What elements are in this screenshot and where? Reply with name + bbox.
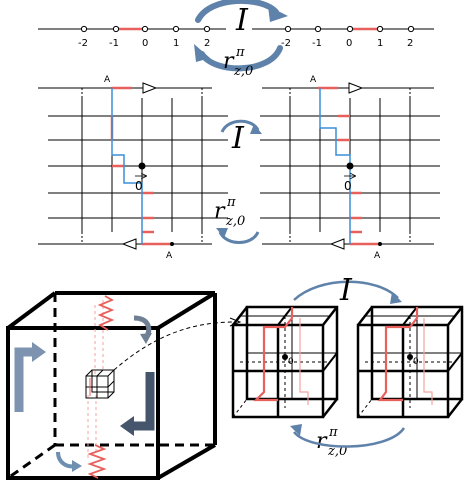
tick-label: 1 (173, 38, 179, 49)
op-identity-label: I (339, 273, 353, 308)
tick-label: 0 (142, 38, 148, 49)
top-arrows: I r π z,0 (194, 0, 288, 79)
lattice-right: A A 0 (260, 75, 440, 261)
tick-label: -2 (78, 38, 88, 49)
mini-cube-left: 0 (231, 305, 339, 419)
op-r-sub: z,0 (233, 64, 253, 79)
tick-label: -2 (281, 38, 291, 49)
op-r-sup: π (226, 195, 236, 210)
a-label: A (104, 75, 111, 85)
tick-label: 0 (346, 38, 352, 49)
origin-label: 0 (288, 357, 294, 367)
mini-cube-right: 0 (356, 305, 464, 419)
lattice-left: A A 0 (38, 75, 228, 261)
tick-label: -1 (312, 38, 322, 49)
tick-label: 2 (204, 38, 210, 49)
a-label: A (310, 75, 317, 85)
big-cube (6, 291, 217, 480)
middle-arrows: I r π z,0 (214, 119, 262, 244)
bottom-arrows: I r π z,0 (290, 273, 406, 459)
a-label: A (374, 251, 381, 261)
tick-label: 2 (407, 38, 413, 49)
op-r-sup: π (328, 425, 338, 440)
a-label: A (166, 251, 173, 261)
top-chain-left: -2 -1 0 1 2 (38, 25, 226, 49)
tick-label: 1 (377, 38, 383, 49)
op-r-sub: z,0 (225, 214, 245, 229)
tick-label: -1 (109, 38, 119, 49)
op-r-label: r (214, 199, 226, 224)
op-r-sup: π (235, 45, 245, 60)
origin-label: 0 (344, 179, 352, 193)
op-r-label: r (316, 429, 328, 454)
op-r-label: r (223, 49, 235, 74)
op-identity-label: I (235, 3, 249, 38)
origin-label: 0 (135, 179, 143, 193)
origin-label: 0 (413, 357, 419, 367)
top-chain-right: -2 -1 0 1 2 (252, 25, 434, 49)
op-identity-label: I (231, 121, 245, 156)
